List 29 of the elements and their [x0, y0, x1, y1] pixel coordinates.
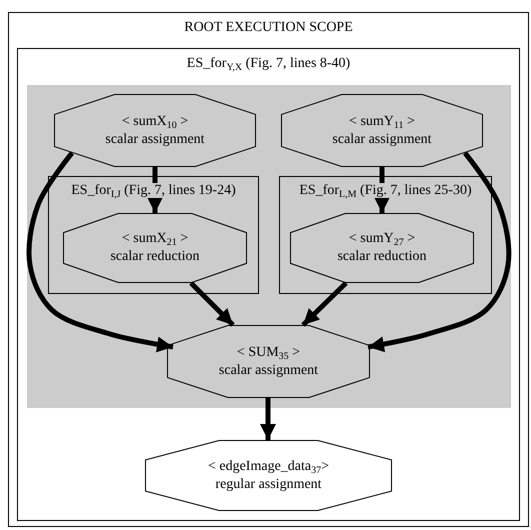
arrow: [260, 398, 276, 440]
octagon-node: [167, 325, 370, 398]
arrow: [368, 151, 512, 352]
node-kind: scalar reduction: [110, 248, 200, 266]
scope-title: ES_for$_{Y,X}$ (Fig. 7, lines 8-40): [186, 56, 352, 71]
octagon-node: [290, 213, 474, 283]
node-name: < sumY$_{27}$ >: [348, 230, 416, 248]
node-name: < sumX$_{10}$ >: [122, 112, 188, 130]
node-kind: scalar assignment: [105, 130, 205, 148]
node-kind: scalar assignment: [332, 130, 432, 148]
octagon-node: [281, 94, 483, 167]
node-kind: scalar assignment: [218, 362, 318, 380]
node-kind: regular assignment: [215, 476, 322, 494]
node-name: < edgeImage_data$_{37}$>: [208, 458, 330, 476]
node-kind: scalar reduction: [337, 248, 426, 266]
arrow: [189, 281, 235, 327]
arrow: [301, 281, 348, 327]
scope-box: [48, 176, 259, 294]
node-name: < sumX$_{21}$ >: [122, 230, 188, 248]
scope-title: ES_for$_{I,J}$ (Fig. 7, lines 19-24): [69, 183, 238, 198]
scope-title: ROOT EXECUTION SCOPE: [183, 20, 354, 35]
scope-box: [279, 176, 492, 294]
node-name: < SUM$_{35}$ >: [236, 344, 300, 362]
octagon-node: [54, 94, 256, 167]
scope-title: ES_for$_{L,M}$ (Fig. 7, lines 25-30): [297, 183, 474, 198]
octagon-node: [145, 440, 392, 511]
arrow: [26, 151, 174, 352]
octagon-node: [63, 213, 247, 283]
node-name: < sumY$_{11}$ >: [349, 112, 415, 130]
